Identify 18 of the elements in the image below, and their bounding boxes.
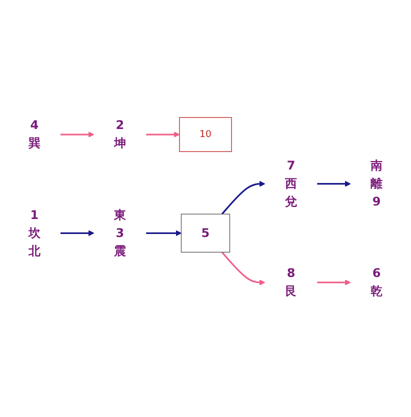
arrow [221,252,266,286]
arrow [146,132,180,138]
arrow [221,180,266,215]
node-box: 10 [179,117,232,152]
node-box: 5 [180,214,230,253]
node-text: 2 坤 [114,118,126,151]
node-text: 8 艮 [284,266,298,298]
node-text: 4 巽 [28,118,40,151]
arrow [317,180,351,187]
node-text: 東 3 震 [114,208,126,258]
arrow [146,230,182,236]
arrow [60,132,94,138]
node-text: 南 離 9 [370,158,383,209]
node-text: 7 西 兌 [284,158,298,209]
node-text: 1 坎 北 [28,208,40,258]
node-text: 6 乾 [370,266,383,298]
arrow [60,230,94,236]
arrow [317,280,351,286]
